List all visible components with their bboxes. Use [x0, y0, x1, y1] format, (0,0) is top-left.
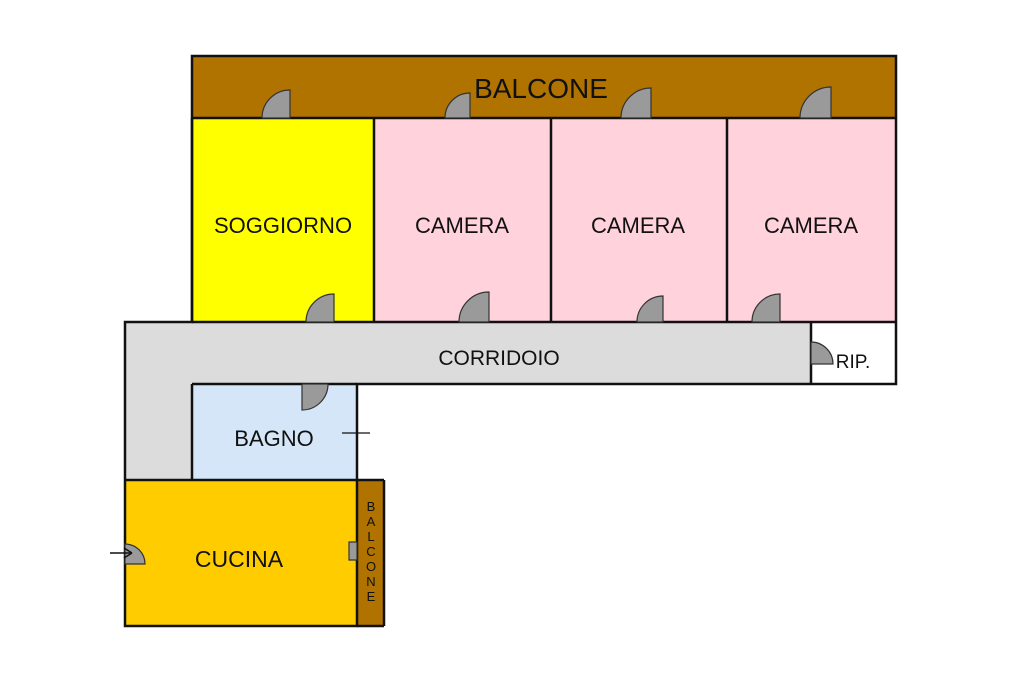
room-balcone-top [192, 56, 896, 118]
door-camera-1 [458, 291, 490, 323]
doors [110, 86, 834, 565]
label-balcone-side-letter: C [366, 544, 375, 559]
label-balcone-side-letter: L [367, 529, 374, 544]
room-corridoio-leg [125, 384, 192, 480]
room-camera-2 [551, 118, 727, 322]
room-soggiorno [192, 118, 374, 322]
label-camera-2: CAMERA [591, 213, 685, 238]
room-camera-1 [374, 118, 551, 322]
label-corridoio: CORRIDOIO [438, 347, 559, 370]
door-entrance [124, 543, 146, 565]
entrance-arrow-icon [123, 547, 133, 559]
door-ripostiglio [810, 341, 834, 365]
label-balcone-top: BALCONE [474, 73, 608, 104]
label-balcone-side-letter: N [366, 574, 375, 589]
label-ripostiglio: RIP. [836, 352, 871, 373]
door-camera-2 [636, 295, 664, 323]
door-balcone-2 [444, 92, 471, 119]
label-bagno: BAGNO [234, 426, 313, 451]
label-soggiorno: SOGGIORNO [214, 213, 352, 238]
door-soggiorno [305, 293, 335, 323]
label-balcone-side-letter: A [367, 514, 376, 529]
label-camera-3: CAMERA [764, 213, 858, 238]
label-balcone-side-letter: E [367, 589, 376, 604]
door-bagno [301, 383, 329, 411]
room-cucina [125, 480, 357, 626]
door-camera-3 [751, 293, 781, 323]
room-bagno [192, 384, 357, 480]
label-camera-1: CAMERA [415, 213, 509, 238]
door-cucina-balcone [348, 541, 358, 561]
walls [123, 54, 898, 628]
label-balcone-side-letter: B [367, 499, 376, 514]
room-camera-3 [727, 118, 896, 322]
room-corridoio-main [125, 322, 811, 384]
door-balcone-4 [799, 86, 832, 119]
door-balcone-3 [620, 87, 652, 119]
label-balcone-side-letter: O [366, 559, 376, 574]
label-cucina: CUCINA [195, 546, 284, 572]
door-balcone-1 [261, 89, 291, 119]
room-balcone-side [357, 480, 384, 626]
